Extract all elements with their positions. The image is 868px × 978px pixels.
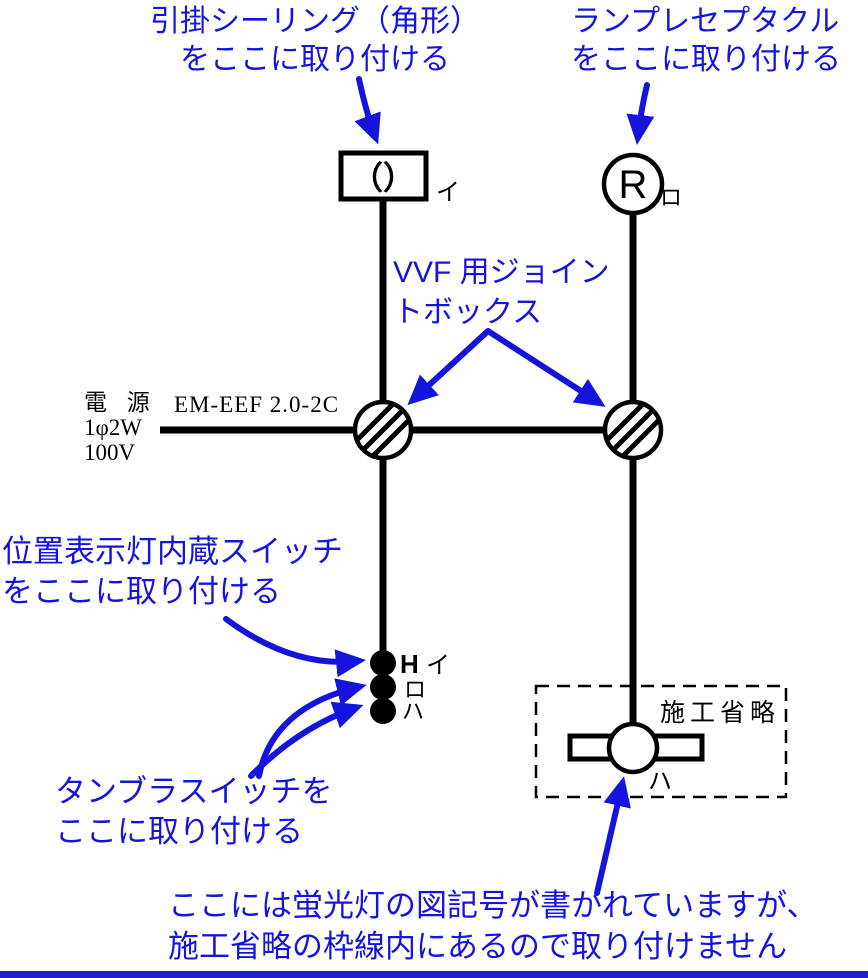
joint-box-right — [602, 399, 664, 461]
omission-box-label: 施工省略 — [660, 700, 781, 727]
note-line: タンブラスイッチを — [55, 774, 333, 809]
note-line: ランプレセプタクル — [571, 5, 840, 38]
lamp-receptacle-letter: R — [619, 163, 648, 207]
arrow-to-switch-dot-1 — [223, 616, 366, 678]
note-line: 施工省略の枠線内にあるので取り付けません — [168, 929, 788, 964]
note-line: 位置表示灯内蔵スイッチ — [2, 534, 343, 569]
switch-tag-2: ロ — [404, 677, 426, 702]
lamp-receptacle-tag: ロ — [660, 185, 682, 210]
fluorescent-light-symbol — [567, 721, 705, 775]
switch-tag-1: イ — [426, 653, 450, 679]
note-line: をここに取り付ける — [2, 574, 281, 609]
note-pilot-switch: 位置表示灯内蔵スイッチ をここに取り付ける — [2, 532, 343, 612]
lamp-receptacle-symbol — [601, 152, 665, 216]
hook-ceiling-tag: イ — [436, 180, 460, 206]
note-vvf-joint-box: VVF 用ジョイン トボックス — [393, 253, 610, 333]
cable-type-label: EM-EEF 2.0-2C — [174, 392, 340, 417]
note-line: をここに取り付ける — [571, 43, 841, 76]
power-source-phase: 1φ2W — [84, 415, 142, 440]
switch-dot-3 — [370, 698, 396, 724]
arrow-to-receptacle-symbol — [626, 82, 655, 145]
arrow-to-joint-box-left — [407, 328, 491, 406]
note-line: トボックス — [393, 296, 543, 329]
note-fluorescent-omitted: ここには蛍光灯の図記号が書かれていますが、 施工省略の枠線内にあるので取り付けま… — [168, 885, 817, 967]
bottom-blue-bar — [0, 971, 868, 978]
switch-tag-3: ハ — [402, 699, 424, 724]
fluorescent-tag: ハ — [648, 769, 672, 795]
power-source-voltage: 100V — [84, 440, 136, 465]
switch-h-label: H — [400, 649, 419, 679]
note-hook-ceiling: 引掛シーリング（角形） をここに取り付ける — [140, 3, 490, 79]
arrow-to-ceiling-symbol — [354, 76, 381, 145]
arrow-to-fluorescent-symbol — [594, 776, 631, 896]
hook-ceiling-symbol — [338, 150, 429, 202]
arrow-to-switch-dot-3 — [248, 701, 364, 779]
power-source-name: 電 源 — [84, 390, 157, 415]
switch-dot-2 — [370, 674, 396, 700]
note-line: をここに取り付ける — [180, 43, 450, 76]
note-line: VVF 用ジョイン — [393, 256, 610, 289]
omission-dashed-box — [534, 684, 788, 799]
arrow-to-joint-box-right — [485, 328, 606, 407]
switch-dot-1 — [370, 650, 396, 676]
joint-box-left — [352, 399, 414, 461]
hook-ceiling-glyph: （） — [351, 160, 415, 196]
note-lamp-receptacle: ランプレセプタクル をここに取り付ける — [571, 3, 841, 79]
note-tumbler-switch: タンブラスイッチを ここに取り付ける — [55, 772, 332, 852]
note-line: ここに取り付ける — [55, 814, 303, 849]
power-source-label: 電 源 1φ2W 100V — [84, 390, 157, 465]
note-line: 引掛シーリング（角形） — [150, 5, 480, 38]
note-line: ここには蛍光灯の図記号が書かれていますが、 — [168, 888, 818, 923]
